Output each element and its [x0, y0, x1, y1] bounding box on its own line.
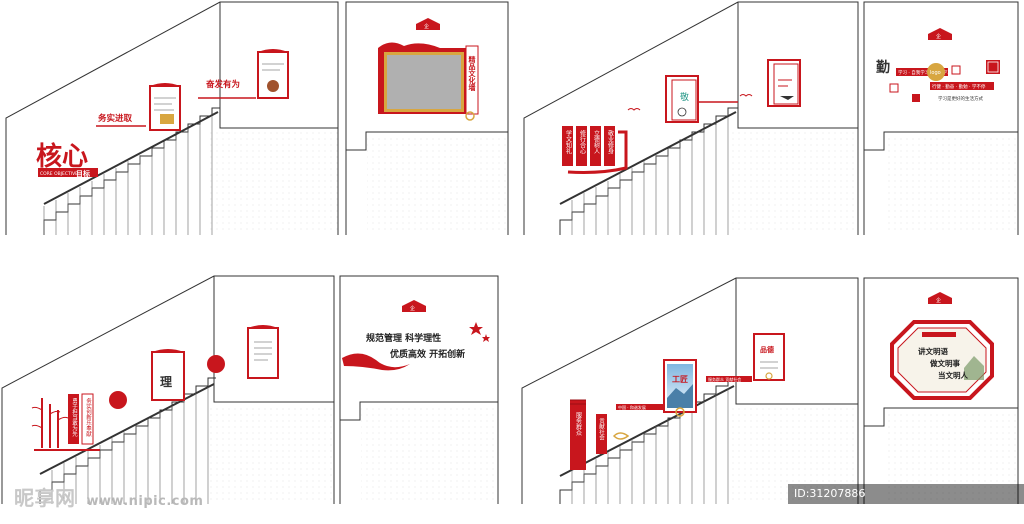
core-subtitle-en: CORE OBJECTIVE [40, 171, 78, 177]
core-subtitle-cn: 目标 [76, 169, 90, 178]
slogan-right: 奋发有为 [205, 79, 240, 90]
label-a: 中国 · 和谐发展 [618, 404, 646, 410]
svg-text:勤: 勤 [876, 59, 890, 76]
bamboo-graphic [31, 398, 100, 451]
banner-2: 修行合心 [579, 129, 586, 154]
banner-3: 立德树人 [593, 129, 600, 154]
star-icon [469, 322, 483, 335]
frame-char-7: 工匠 [672, 375, 688, 384]
civility-plaque: 讲文明语 做文明事 当文明人 [890, 320, 994, 400]
wall-frame-4 [767, 59, 801, 107]
civility-line-2: 做文明事 [929, 358, 960, 368]
core-tag [38, 168, 98, 177]
banner-right: 务实创新乐奉献 [85, 397, 92, 438]
watermark-site: 昵享网 www.nipic.com [14, 482, 203, 511]
watermark-id: ID:31207886 NO:20210803174506815107 [788, 484, 1024, 520]
wall-frame-7: 工匠 [663, 359, 697, 417]
learning-wall-graphic: 勤 学习 · 自我学习 · 团队学习 logo 行健 · 勤奋 · 勤勉 · 学… [876, 59, 1000, 102]
learning-line-2: 行健 · 勤奋 · 勤勉 · 学不停 [932, 83, 986, 90]
watermark-site-name: 昵享网 [14, 486, 76, 510]
panel-staircase-3: 勇于担当敢为先 务实创新乐奉献 理 [1, 275, 335, 504]
management-line-2: 优质高效 开拓创新 [390, 348, 465, 360]
learning-line-1: 学习 · 自我学习 · 团队学习 [898, 69, 952, 76]
wall-frame-3: 敬 [665, 75, 738, 123]
vertical-banners-2: 服务群众 贡献社会 [570, 399, 607, 470]
vertical-banners: 勇于担当敢为先 务实创新乐奉献 [68, 393, 94, 445]
banner-1: 学文知礼 [565, 129, 572, 155]
wall-frame-5: 理 [151, 349, 185, 401]
watermark-site-url: www.nipic.com [86, 494, 204, 509]
banner-4: 敬业修身 [607, 129, 614, 155]
learning-footer: 学习是更好的生活方式 [938, 95, 983, 102]
svg-text:品德: 品德 [760, 345, 774, 354]
panel-landing-1: 企 精品文化墙 [345, 1, 509, 235]
frame-char-5: 理 [160, 375, 172, 389]
civility-line-3: 当文明人 [938, 370, 968, 380]
panel-staircase-1: 核心 CORE OBJECTIVE 目标 务实进取 奋发有为 [5, 1, 339, 235]
banner-left: 勇于担当敢为先 [71, 397, 78, 438]
svg-text:logo: logo [930, 70, 941, 76]
panel-landing-3: 企 规范管理 科学理性 优质高效 开拓创新 [339, 275, 499, 504]
svg-text:企: 企 [936, 33, 941, 40]
vertical-title-banner: 精品文化墙 [465, 45, 479, 121]
wall-frame-1 [149, 83, 181, 131]
svg-text:敬: 敬 [680, 91, 689, 103]
panel-staircase-2: 学文知礼 修行合心 立德树人 敬业修身 敬 [523, 1, 859, 235]
wall-frame-6 [247, 325, 279, 379]
design-sheet: 核心 CORE OBJECTIVE 目标 务实进取 奋发有为 企 [1, 1, 1019, 504]
panel-staircase-4: 服务群众 贡献社会 中国 · 和谐发展 服务群众 贡献社会 工匠 品德 [521, 277, 859, 504]
red-ribbon [342, 353, 410, 371]
banner-group: 学文知礼 修行合心 立德树人 敬业修身 [562, 126, 628, 174]
banner-right-2: 贡献社会 [598, 418, 605, 442]
svg-text:企: 企 [410, 305, 415, 312]
civility-line-1: 讲文明语 [918, 346, 948, 356]
management-line-1: 规范管理 科学理性 [366, 332, 441, 344]
wall-frame-8: 品德 [753, 333, 785, 381]
wall-frame-2 [257, 49, 289, 99]
panel-landing-4: 企 讲文明语 做文明事 当文明人 [863, 277, 1019, 504]
star-small-icon [482, 334, 490, 342]
label-b: 服务群众 贡献社会 [708, 376, 741, 382]
slogan-left: 务实进取 [98, 113, 133, 124]
core-title: 核心 [36, 141, 88, 172]
vertical-title: 精品文化墙 [468, 55, 477, 92]
panel-landing-2: 企 勤 学习 · 自我学习 · 团队学习 logo 行健 · 勤奋 · 勤勉 ·… [863, 1, 1019, 235]
main-display-board [378, 42, 466, 114]
svg-text:企: 企 [936, 297, 941, 304]
svg-text:企: 企 [424, 23, 429, 30]
banner-left-2: 服务群众 [575, 412, 582, 436]
